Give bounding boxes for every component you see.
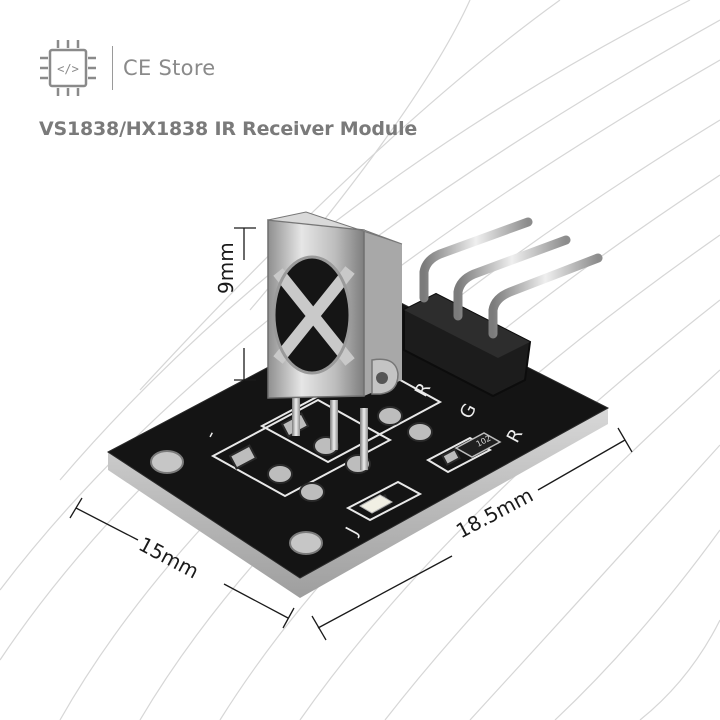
svg-text:</>: </> xyxy=(57,62,79,76)
smd-led xyxy=(358,494,394,514)
pin-header xyxy=(403,217,603,398)
mounting-hole xyxy=(289,531,323,555)
brand-logo: CE Store xyxy=(38,38,216,98)
dimension-lines xyxy=(69,227,633,641)
ir-receiver xyxy=(267,211,403,470)
page-title: VS1838/HX1838 IR Receiver Module xyxy=(39,118,418,140)
mounting-hole xyxy=(150,450,184,474)
dimension-height-label: 9mm xyxy=(214,242,238,294)
smd-resistor: 102 xyxy=(454,432,502,458)
brand-logo-spacer xyxy=(38,38,98,98)
brand-name: CE Store xyxy=(123,56,216,80)
chip-code-icon: </> xyxy=(40,40,96,96)
brand-divider xyxy=(112,46,113,90)
